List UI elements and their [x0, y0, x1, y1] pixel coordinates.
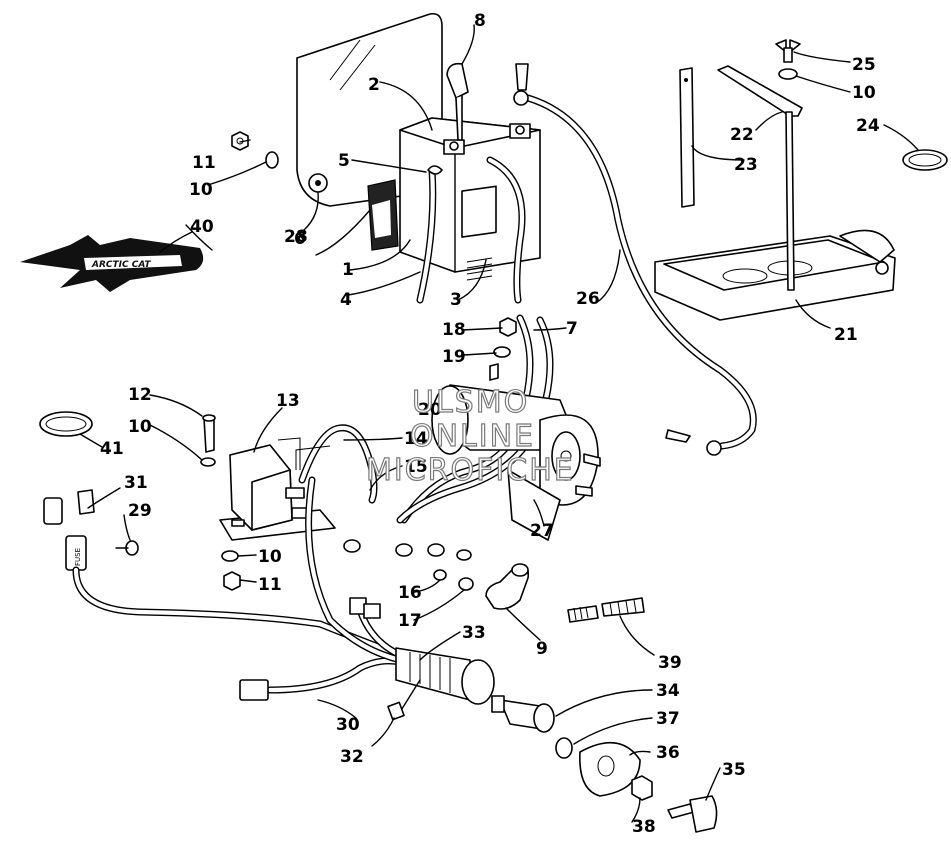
terminal-boot [446, 62, 469, 141]
callout-36: 36 [656, 743, 680, 763]
battery-tray [654, 229, 896, 321]
callout-11-a: 11 [192, 153, 216, 173]
callout-5: 5 [338, 151, 350, 171]
callout-15: 15 [404, 457, 428, 477]
watermark-line-1: ULSMO [412, 385, 529, 420]
callout-1: 1 [342, 260, 354, 280]
ignition-nut [631, 775, 653, 801]
callout-23: 23 [734, 155, 758, 175]
hold-down-bracket [717, 65, 803, 117]
cable-tie-left [39, 411, 93, 437]
callout-39: 39 [658, 653, 682, 673]
logo-text: ARCTIC CAT [91, 260, 151, 270]
washer-10-lower [221, 550, 239, 562]
callout-24: 24 [856, 116, 880, 136]
callout-27: 27 [530, 521, 554, 541]
callout-29: 29 [128, 501, 152, 521]
callout-11-b: 11 [258, 575, 282, 595]
lock-washer-37 [555, 737, 573, 759]
leader-lines [79, 24, 919, 823]
callout-10-b: 10 [852, 83, 876, 103]
watermark-line-3: MICROFICHE [366, 453, 575, 488]
washer-19 [493, 346, 511, 358]
callout-25: 25 [852, 55, 876, 75]
watermark: ULSMO ONLINE MICROFICHE [365, 384, 575, 488]
wing-nut [775, 39, 801, 63]
ignition-switch [491, 695, 555, 733]
cable-clamp [427, 165, 443, 175]
callout-28: 28 [284, 227, 308, 247]
washer-top-left [265, 151, 279, 169]
callout-8: 8 [474, 11, 486, 31]
nut-18 [499, 317, 517, 337]
callout-14: 14 [404, 429, 428, 449]
callout-17: 17 [398, 611, 422, 631]
starter-solenoid [219, 437, 336, 541]
threaded-rod [785, 111, 795, 291]
callout-22: 22 [730, 125, 754, 145]
hold-down-strap [679, 67, 695, 208]
callout-33: 33 [462, 623, 486, 643]
logo: ARCTIC CAT [20, 235, 204, 292]
callout-19: 19 [442, 347, 466, 367]
wiring-harness [72, 476, 495, 705]
callout-37: 37 [656, 709, 680, 729]
callout-3: 3 [450, 290, 462, 310]
callout-32: 32 [340, 747, 364, 767]
ignition-key [667, 795, 718, 833]
callout-16: 16 [398, 583, 422, 603]
callout-6: 6 [294, 229, 306, 249]
starter-motor [431, 384, 601, 541]
ignition-plate [579, 741, 641, 797]
foam-pad [367, 179, 399, 251]
callout-10-c: 10 [128, 417, 152, 437]
spiral-wrap [567, 597, 645, 623]
callout-2: 2 [368, 75, 380, 95]
battery [399, 117, 541, 281]
screw-29 [115, 540, 139, 556]
callout-30: 30 [336, 715, 360, 735]
fuse-label: FUSE [74, 548, 82, 566]
callout-26: 26 [576, 289, 600, 309]
long-ground-cable [513, 63, 757, 456]
callout-10-d: 10 [258, 547, 282, 567]
callout-31: 31 [124, 473, 148, 493]
diode-32 [387, 679, 421, 721]
washers-line [343, 539, 474, 591]
cable-tie-right [902, 149, 948, 171]
callout-35: 35 [722, 760, 746, 780]
callout-38: 38 [632, 817, 656, 837]
callout-34: 34 [656, 681, 680, 701]
callout-10-a: 10 [189, 180, 213, 200]
callout-9: 9 [536, 639, 548, 659]
callout-13: 13 [276, 391, 300, 411]
nut-11-lower [223, 571, 241, 591]
callout-12: 12 [128, 385, 152, 405]
solenoid-cables [295, 424, 378, 504]
washer-10-left [200, 457, 216, 467]
nut-top-left [231, 131, 249, 151]
callout-21: 21 [834, 325, 858, 345]
washer [778, 68, 798, 80]
fuse-holder: FUSE [43, 489, 95, 571]
watermark-line-2: ONLINE [410, 419, 535, 454]
callout-20: 20 [418, 400, 442, 420]
callout-41: 41 [100, 439, 124, 459]
callout-40: 40 [190, 217, 214, 237]
callout-18: 18 [442, 320, 466, 340]
callout-labels: 1 2 3 4 5 6 7 8 9 10 10 10 10 11 11 12 1… [100, 11, 880, 837]
battery-cables [416, 156, 526, 304]
callout-4: 4 [340, 290, 352, 310]
callout-7: 7 [566, 319, 578, 339]
